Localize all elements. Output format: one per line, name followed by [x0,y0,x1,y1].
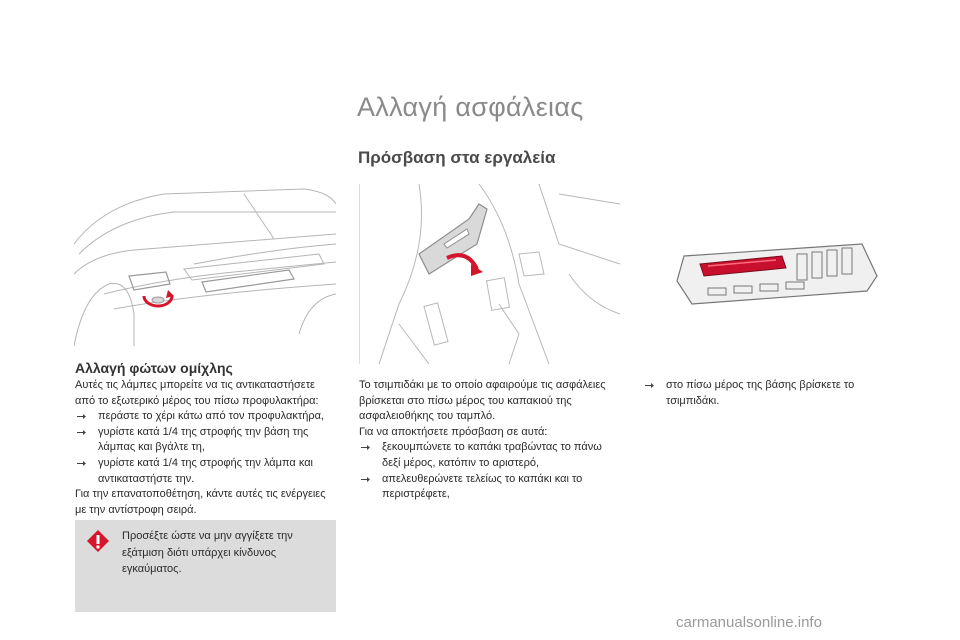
pointing-hand-icon [77,460,86,466]
watermark: carmanualsonline.info [676,614,822,631]
list-item: γυρίστε κατά 1/4 της στροφής την βάση τη… [75,425,337,456]
warning-icon [87,530,109,552]
tools-intro: Το τσιμπιδάκι με το οποίο αφαιρούμε τις … [359,379,606,423]
tools-access-intro: Για να αποκτήσετε πρόσβαση σε αυτά: [359,425,548,438]
fuse-puller-illustration [672,236,884,308]
section-subtitle: Πρόσβαση στα εργαλεία [358,148,556,167]
pointing-hand-icon [77,414,86,420]
pointing-hand-icon [361,476,370,482]
list-item: στο πίσω μέρος της βάσης βρίσκετε το τσι… [643,378,888,409]
pointing-hand-icon [361,445,370,451]
list-item: περάστε το χέρι κάτω από τον προφυλακτήρ… [75,409,337,425]
rear-bumper-illustration [73,184,337,347]
list-item: απελευθερώνετε τελείως το καπάκι και το … [359,472,621,503]
list-item: γυρίστε κατά 1/4 της στροφής την λάμπα κ… [75,456,337,487]
fog-lamp-outro: Για την επανατοποθέτηση, κάντε αυτές τις… [75,488,326,516]
warning-box: Προσέξτε ώστε να μην αγγίξετε την εξάτμι… [75,520,336,612]
page-title: Αλλαγή ασφάλειας [357,92,584,122]
fog-lamp-instructions: Αυτές τις λάμπες μπορείτε να τις αντικατ… [75,378,337,518]
list-item: ξεκουμπώνετε το καπάκι τραβώντας το πάνω… [359,440,621,471]
pointing-hand-icon [77,429,86,435]
tools-instructions: Το τσιμπιδάκι με το οποίο αφαιρούμε τις … [359,378,621,503]
fusebox-lid-illustration [358,183,621,365]
pointing-hand-icon [645,383,654,388]
fog-lamp-heading: Αλλαγή φώτων ομίχλης [75,360,233,376]
warning-text: Προσέξτε ώστε να μην αγγίξετε την εξάτμι… [122,530,293,575]
fog-lamp-intro: Αυτές τις λάμπες μπορείτε να τις αντικατ… [75,379,319,407]
tools-instructions-continued: στο πίσω μέρος της βάσης βρίσκετε το τσι… [643,378,888,409]
